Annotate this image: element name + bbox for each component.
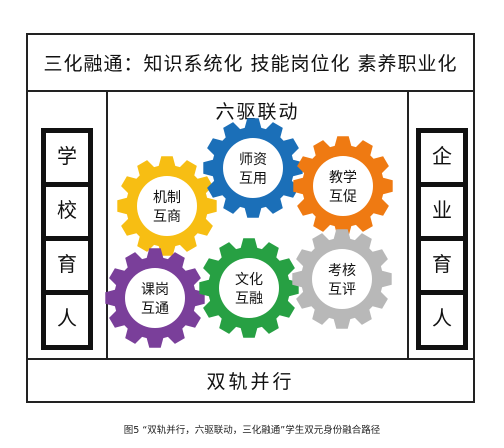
gear-label: 互融 bbox=[235, 291, 263, 307]
gear-label: 互通 bbox=[141, 301, 169, 317]
ladder-rung bbox=[41, 345, 93, 350]
ladder-char: 人 bbox=[432, 306, 452, 330]
gear-hub bbox=[137, 176, 197, 236]
gear-label: 教学 bbox=[329, 170, 357, 186]
ladder-rung bbox=[41, 128, 93, 133]
left-column-divider bbox=[106, 90, 108, 360]
gear-label: 互促 bbox=[329, 189, 357, 205]
ladder-char: 育 bbox=[57, 252, 77, 276]
center-title-six-drivers: 六驱联动 bbox=[215, 101, 300, 123]
gear-hub bbox=[313, 156, 373, 216]
ladder-char: 业 bbox=[432, 198, 452, 222]
ladder-char: 企 bbox=[432, 144, 452, 168]
ladder-char: 人 bbox=[57, 306, 77, 330]
figure-caption: 图5 “双轨并行，六驱联动，三化融通”学生双元身份融合路径 bbox=[123, 425, 381, 436]
diagram-frame: 三化融通：知识系统化 技能岗位化 素养职业化 学 校 育 人 bbox=[26, 33, 475, 403]
ladder-char: 育 bbox=[432, 252, 452, 276]
ladder-school-education: 学 校 育 人 bbox=[41, 128, 93, 350]
gear-label: 文化 bbox=[235, 272, 263, 288]
gear-hub bbox=[312, 249, 372, 309]
ladder-rung bbox=[41, 236, 93, 241]
ladder-char: 校 bbox=[57, 198, 77, 222]
gear-hub bbox=[223, 138, 283, 198]
gear-label: 课岗 bbox=[141, 282, 169, 298]
gear-label: 机制 bbox=[153, 190, 181, 206]
gear-hub bbox=[219, 258, 279, 318]
gear-label: 互商 bbox=[153, 209, 181, 225]
ladder-char: 学 bbox=[57, 144, 77, 168]
ladder-rung bbox=[416, 345, 468, 350]
ladder-rung bbox=[416, 290, 468, 295]
ladder-rung bbox=[416, 182, 468, 187]
gear-label: 师资 bbox=[239, 152, 267, 168]
bottom-band-dual-track: 双轨并行 bbox=[28, 358, 473, 401]
gear-label: 互用 bbox=[239, 171, 267, 187]
ladder-rung bbox=[41, 182, 93, 187]
right-column-divider bbox=[407, 90, 409, 360]
top-band-three-integrations: 三化融通：知识系统化 技能岗位化 素养职业化 bbox=[28, 35, 473, 92]
middle-section: 学 校 育 人 企 业 育 人 六驱联动 bbox=[28, 90, 473, 360]
ladder-rung bbox=[416, 128, 468, 133]
ladder-enterprise-education: 企 业 育 人 bbox=[416, 128, 468, 350]
gear-label: 互评 bbox=[328, 282, 356, 298]
ladder-rung bbox=[416, 236, 468, 241]
gear-hub bbox=[125, 268, 185, 328]
ladder-rung bbox=[41, 290, 93, 295]
gear-label: 考核 bbox=[328, 263, 356, 279]
